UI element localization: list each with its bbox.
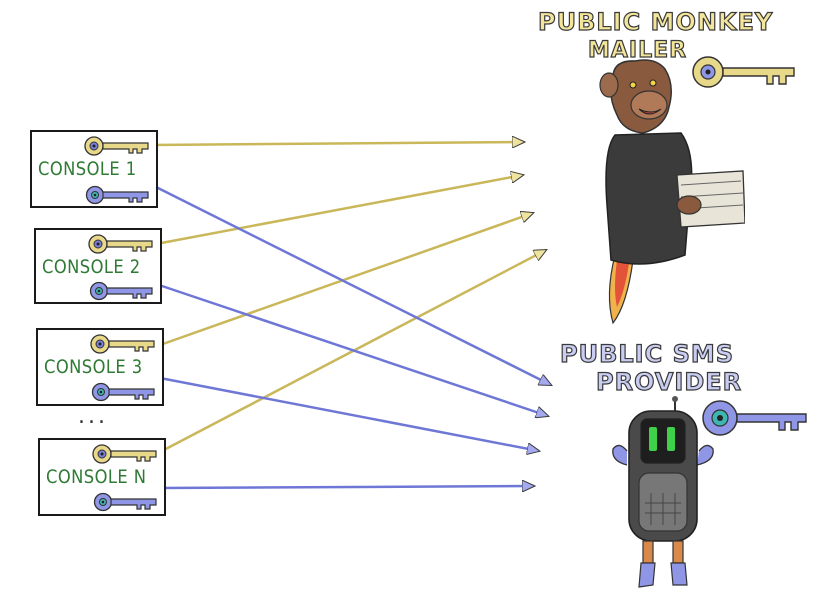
arrow-console1-to-sms (153, 184, 551, 387)
blue-key-icon (702, 400, 807, 436)
console-label: CONSOLE 1 (38, 158, 137, 180)
gold-key-icon (90, 334, 155, 354)
console-3-box: CONSOLE 3 (36, 328, 164, 406)
blue-key-icon (85, 185, 149, 205)
console-label: CONSOLE 3 (44, 356, 143, 378)
robot-phone-figure (612, 396, 714, 588)
mailer-title-line2: MAILER (587, 37, 688, 63)
mailer-title-line1: PUBLIC MONKEY (537, 7, 774, 36)
console-2-box: CONSOLE 2 (34, 228, 162, 304)
console-n-box: CONSOLE N (38, 438, 166, 516)
gold-key-icon (92, 444, 157, 464)
gold-key-icon (692, 56, 795, 88)
console-1-box: CONSOLE 1 (30, 130, 158, 208)
arrow-consolen-to-sms (159, 486, 534, 488)
monkey-mailer-figure (599, 59, 745, 325)
arrow-console3-to-sms (159, 376, 539, 451)
ellipsis: ... (78, 404, 108, 429)
gold-key-icon (84, 136, 149, 156)
blue-key-icon (91, 382, 155, 402)
arrow-console1-to-mailer (151, 142, 524, 145)
console-label: CONSOLE 2 (42, 256, 141, 278)
sms-title-line2: PROVIDER (595, 367, 743, 396)
sms-title-line1: PUBLIC SMS (559, 339, 735, 368)
arrow-console3-to-mailer (159, 213, 533, 347)
blue-key-icon (93, 492, 157, 512)
arrow-console2-to-sms (155, 282, 548, 416)
blue-key-icon (89, 281, 153, 301)
console-label: CONSOLE N (46, 466, 147, 488)
arrow-console2-to-mailer (155, 175, 523, 246)
gold-key-icon (88, 234, 153, 254)
